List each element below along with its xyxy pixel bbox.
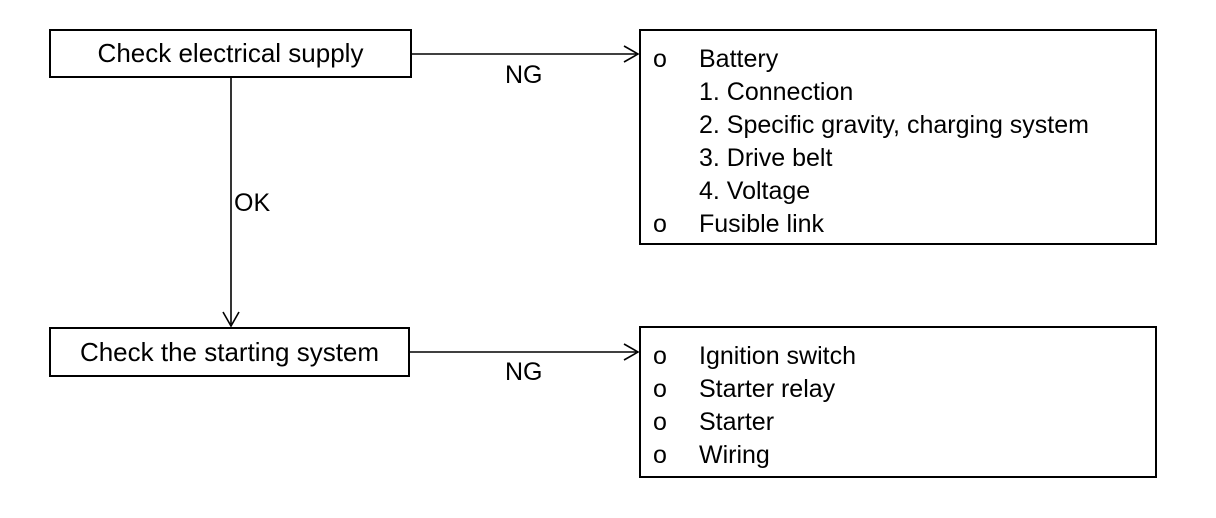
list-item-text: Starter relay <box>699 375 836 403</box>
list-item-text: Battery <box>699 45 779 73</box>
bullet: o <box>653 210 667 238</box>
list-item: o Starter <box>641 406 1155 439</box>
list-item: 3. Drive belt <box>641 142 1155 175</box>
result-box-electrical: o Battery 1. Connection 2. Specific grav… <box>639 29 1157 245</box>
bullet: o <box>653 375 667 403</box>
ng-arrow-2-head <box>623 343 640 361</box>
list-item-text: Fusible link <box>699 210 825 238</box>
ng-label-2: NG <box>505 358 543 386</box>
result-list: o Battery 1. Connection 2. Specific grav… <box>641 43 1155 241</box>
ok-label: OK <box>234 189 271 217</box>
bullet: o <box>653 342 667 370</box>
list-item-text: Wiring <box>699 441 770 469</box>
ng-label-1: NG <box>505 61 543 89</box>
result-box-starting-system: o Ignition switch o Starter relay o Star… <box>639 326 1157 478</box>
list-item: 2. Specific gravity, charging system <box>641 109 1155 142</box>
list-item-text: 2. Specific gravity, charging system <box>699 111 1089 139</box>
list-item-text: 1. Connection <box>699 78 854 106</box>
ng-arrow-1-head <box>623 45 640 63</box>
list-item-text: Starter <box>699 408 775 436</box>
list-item: o Wiring <box>641 439 1155 472</box>
list-item: o Fusible link <box>641 208 1155 241</box>
list-item-text: Ignition switch <box>699 342 857 370</box>
ok-arrow-head <box>222 311 240 328</box>
result-list: o Ignition switch o Starter relay o Star… <box>641 340 1155 472</box>
list-item: 1. Connection <box>641 76 1155 109</box>
list-item-text: 3. Drive belt <box>699 144 833 172</box>
step-check-starting-system: Check the starting system <box>49 327 410 377</box>
list-item: o Starter relay <box>641 373 1155 406</box>
step-check-electrical-supply: Check electrical supply <box>49 29 412 78</box>
bullet: o <box>653 45 667 73</box>
bullet: o <box>653 441 667 469</box>
step-label: Check the starting system <box>79 336 380 367</box>
bullet: o <box>653 408 667 436</box>
list-item: 4. Voltage <box>641 175 1155 208</box>
list-item: o Battery <box>641 43 1155 76</box>
list-item-text: 4. Voltage <box>699 177 811 205</box>
step-label: Check electrical supply <box>97 38 364 68</box>
list-item: o Ignition switch <box>641 340 1155 373</box>
